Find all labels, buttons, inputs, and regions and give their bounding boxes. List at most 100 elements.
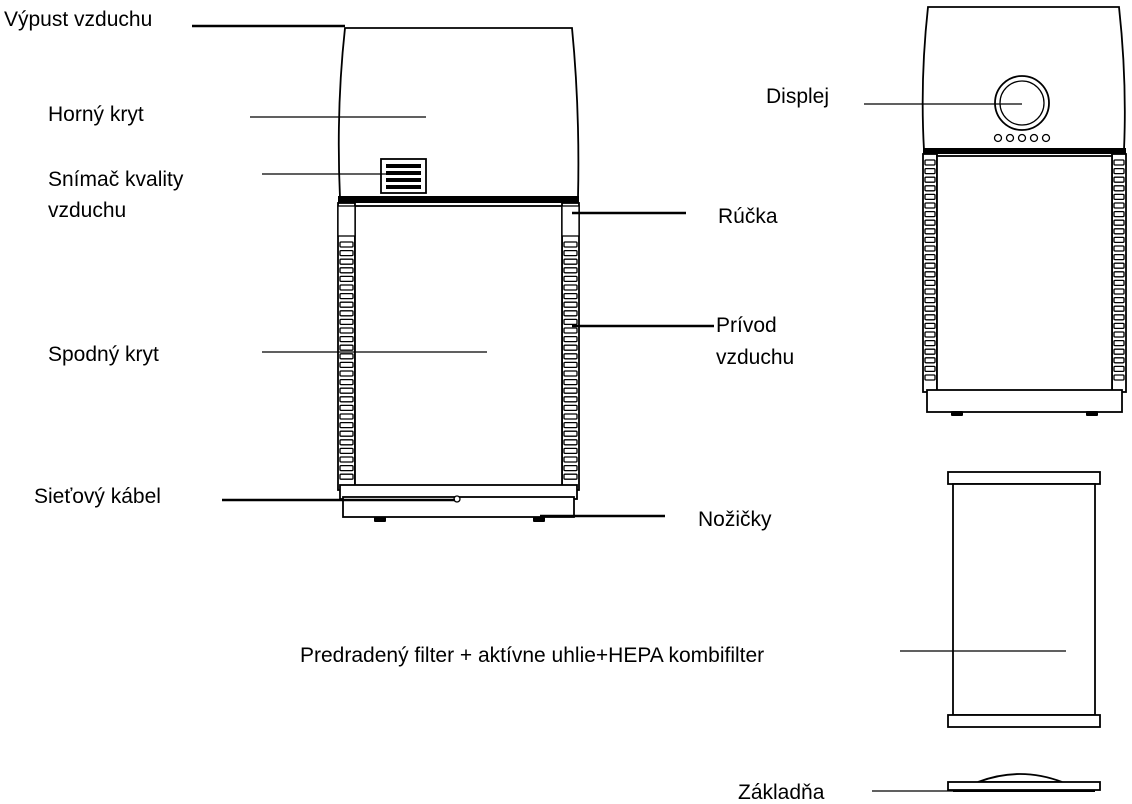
vent-slat [924,176,936,183]
vent-slat [339,421,354,429]
vent-slat [339,267,354,274]
vent-slat [563,258,578,265]
vent-slat [339,439,354,446]
vent-slat [563,249,578,257]
label-power-cable: Sieťový kábel [34,485,161,508]
control-button-2 [1005,133,1015,143]
top-cover-shape [337,27,580,199]
sensor-slat [386,178,421,182]
vent-slat [924,305,936,312]
vent-slat [339,292,354,300]
vent-slat [1113,374,1125,381]
label-bottom-cover: Spodný kryt [48,343,159,366]
vent-slat [339,318,354,326]
purifier-side-view [921,6,1127,416]
vent-slat [1113,262,1125,269]
vent-slat [339,404,354,412]
vent-slat [924,228,936,235]
vent-slat [563,267,578,274]
vent-slat [563,327,578,334]
vent-slat [1113,271,1125,278]
vent-slat [563,473,578,480]
vent-slat [1113,339,1125,347]
vent-slat [339,327,354,334]
vent-slat [339,258,354,265]
vent-slat [339,456,354,463]
bottom-cover-shape [354,205,563,491]
vent-slat [339,310,354,317]
vent-slat [1113,210,1125,218]
vent-slat [339,344,354,351]
vent-slat [1113,228,1125,235]
vent-slat [339,301,354,308]
vent-slat [563,335,578,343]
foot-left [374,517,386,522]
label-air-outlet: Výpust vzduchu [4,8,152,31]
cover-separator-band [338,196,579,203]
filter-bottom-band [947,714,1101,728]
vent-slat [924,210,936,218]
vent-slat [339,413,354,420]
vent-slat [1113,193,1125,201]
vent-slat [339,447,354,455]
vent-slat [1113,279,1125,287]
vent-slat [563,241,578,248]
vent-slat [339,464,354,472]
sensor-slats [386,164,421,189]
vent-slat [339,241,354,248]
vent-slat [339,430,354,437]
vent-slat [563,387,578,394]
vent-slat [339,249,354,257]
vent-slat [1113,202,1125,209]
control-button-4 [1029,133,1039,143]
label-air-quality-sensor-line1: Snímač kvality [48,168,184,191]
vent-slat [924,357,936,364]
side-foot-right [1086,411,1098,416]
vent-slat [563,464,578,472]
sensor-slat [386,164,421,168]
vent-slat [924,296,936,304]
label-air-inlet-line1: Prívod [716,314,777,337]
label-air-inlet-line2: vzduchu [716,346,794,369]
side-vent-slats [339,241,578,480]
vent-slat [924,322,936,330]
side-separator-band [923,148,1126,154]
side-foot-left [951,411,963,416]
vent-slat [1113,159,1125,166]
vent-slat [924,219,936,226]
vent-slat [924,271,936,278]
vent-slat [924,253,936,261]
control-button-5 [1041,133,1051,143]
vent-slat [563,310,578,317]
vent-slat [339,361,354,369]
vent-slat [563,353,578,360]
vent-slat [924,348,936,355]
filter-body [952,483,1096,716]
vent-slat [563,430,578,437]
vent-slat [563,396,578,403]
vent-slat [1113,314,1125,321]
vent-slat [563,413,578,420]
vent-slat [1113,288,1125,295]
vent-slat [339,387,354,394]
vent-slat [1113,236,1125,244]
vent-slat [1113,322,1125,330]
vent-slat [563,275,578,283]
label-filter: Predradený filter + aktívne uhlie+HEPA k… [300,644,764,667]
filter-top-band [947,471,1101,485]
base-disc [947,773,1101,792]
vent-slat [339,335,354,343]
vent-slat [563,318,578,326]
vent-slat [563,439,578,446]
label-handle: Rúčka [718,205,778,228]
vent-slat [924,236,936,244]
vent-slat [924,193,936,201]
vent-slat [1113,185,1125,192]
vent-slat [563,284,578,291]
vent-slat [563,292,578,300]
purifier-front-view [337,27,580,522]
vent-slat [1113,305,1125,312]
vent-slat [1113,219,1125,226]
vent-slat [563,456,578,463]
